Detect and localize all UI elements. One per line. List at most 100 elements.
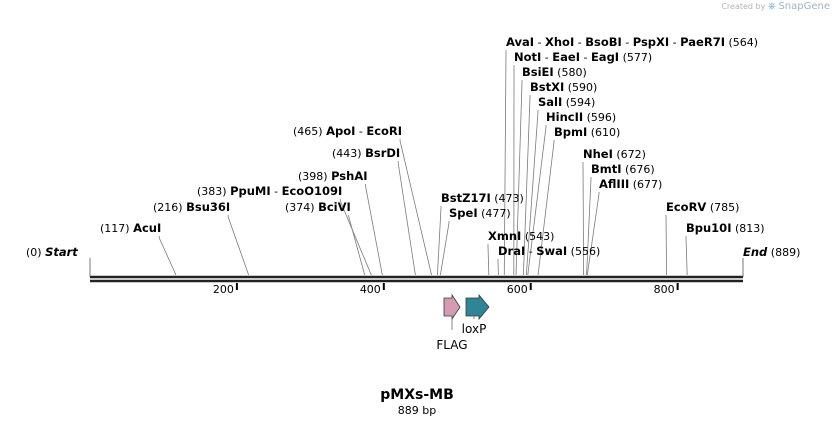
site-position: (813) <box>731 222 764 235</box>
site-label: AflIII (677) <box>599 177 662 191</box>
site-leader-line <box>437 206 442 276</box>
site-leader-line <box>665 215 668 276</box>
site-position: (596) <box>583 111 616 124</box>
loxp-feature-arrow <box>465 293 490 321</box>
site-label: EcoRV (785) <box>666 200 739 214</box>
site-position: (477) <box>478 207 511 220</box>
enzyme-name: HincII <box>546 110 583 124</box>
site-leader-line <box>399 139 432 276</box>
site-label: XmnI (543) <box>488 229 554 243</box>
enzyme-name: SalI <box>538 95 562 109</box>
site-leader-line <box>586 192 600 276</box>
site-label: (374) BciVI <box>285 200 351 214</box>
flag-feature-arrow <box>443 293 461 321</box>
site-label: BpmI (610) <box>554 125 620 139</box>
enzyme-name: PshAI <box>331 169 367 183</box>
feature-label: FLAG <box>436 338 467 352</box>
site-label: SpeI (477) <box>449 206 511 220</box>
site-leader-line <box>515 80 523 276</box>
enzyme-name: DraI <box>498 244 525 258</box>
site-position: (117) <box>100 222 133 235</box>
site-leader-line <box>537 140 555 276</box>
map-title-block: pMXs-MB 889 bp <box>0 386 834 418</box>
site-label: AvaI - XhoI - BsoBI - PspXI - PaeR7I (56… <box>506 35 758 49</box>
site-label: BmtI (676) <box>591 162 655 176</box>
sequence-backbone <box>89 258 744 283</box>
enzyme-name: EagI <box>591 50 619 64</box>
site-position: (543) <box>521 230 554 243</box>
enzyme-name: ApoI <box>326 124 355 138</box>
enzyme-name: End <box>743 245 768 259</box>
ruler-tick-label: 800 <box>654 283 675 296</box>
site-label: BstXI (590) <box>530 80 597 94</box>
feature-track: FLAG loxP <box>436 293 490 352</box>
site-position: (216) <box>153 201 186 214</box>
site-label: (0) Start <box>26 245 78 259</box>
site-label: (117) AcuI <box>100 221 161 235</box>
enzyme-name: SpeI <box>449 206 478 220</box>
site-separator: - <box>669 36 680 49</box>
site-label: HincII (596) <box>546 110 616 124</box>
enzyme-name: Bpu10I <box>686 221 731 235</box>
site-label: NheI (672) <box>583 147 646 161</box>
site-separator: - <box>525 245 536 258</box>
enzyme-name: EcoRI <box>366 124 402 138</box>
site-position: (374) <box>285 201 318 214</box>
site-position: (676) <box>622 163 655 176</box>
enzyme-name: AvaI <box>506 35 534 49</box>
enzyme-name: XmnI <box>488 229 521 243</box>
site-leader-line <box>582 162 585 276</box>
enzyme-name: BstXI <box>530 80 564 94</box>
position-ruler: 200 400 600 800 <box>213 283 679 296</box>
site-leader-line <box>487 244 490 276</box>
enzyme-name: SwaI <box>536 244 567 258</box>
ruler-tick-label: 400 <box>360 283 381 296</box>
enzyme-name: PpuMI <box>230 184 271 198</box>
site-label: (216) Bsu36I <box>153 200 230 214</box>
site-position: (594) <box>562 96 595 109</box>
snapgene-credit: Created by ⎈ SnapGene <box>721 1 830 12</box>
site-position: (556) <box>567 245 600 258</box>
enzyme-name: BsrDI <box>365 146 400 160</box>
credit-prefix: Created by <box>721 2 766 11</box>
feature-label: loxP <box>462 322 487 336</box>
site-leader-line <box>503 50 507 276</box>
site-leader-line <box>527 125 547 276</box>
site-position: (473) <box>491 192 524 205</box>
ruler-tick-label: 200 <box>213 283 234 296</box>
site-position: (577) <box>619 51 652 64</box>
enzyme-name: EaeI <box>552 50 580 64</box>
enzyme-name: AflIII <box>599 177 629 191</box>
site-separator: - <box>622 36 633 49</box>
site-position: (443) <box>332 147 365 160</box>
plasmid-name: pMXs-MB <box>380 387 454 403</box>
site-leader-line <box>439 221 450 276</box>
site-leader-lines <box>158 50 688 276</box>
enzyme-name: PspXI <box>633 35 669 49</box>
site-leader-line <box>158 236 177 276</box>
enzyme-name: BpmI <box>554 125 587 139</box>
site-position: (590) <box>564 81 597 94</box>
site-separator: - <box>271 185 282 198</box>
enzyme-name: XhoI <box>545 35 574 49</box>
site-position: (465) <box>293 125 326 138</box>
enzyme-name: EcoO109I <box>282 184 343 198</box>
site-separator: - <box>574 36 585 49</box>
site-position: (610) <box>587 126 620 139</box>
site-leader-line <box>685 236 688 276</box>
enzyme-name: BciVI <box>318 200 351 214</box>
enzyme-name: PaeR7I <box>680 35 725 49</box>
enzyme-name: Bsu36I <box>186 200 230 214</box>
site-position: (785) <box>706 201 739 214</box>
site-label: BstZ17I (473) <box>441 191 524 205</box>
site-label: (398) PshAI <box>298 169 368 183</box>
site-label: (383) PpuMI - EcoO109I <box>197 184 342 198</box>
site-separator: - <box>534 36 545 49</box>
site-position: (383) <box>197 185 230 198</box>
site-leader-line <box>348 215 366 276</box>
site-position: (398) <box>298 170 331 183</box>
site-position: (677) <box>629 178 662 191</box>
enzyme-name: BsoBI <box>585 35 622 49</box>
ruler-tick-label: 600 <box>507 283 528 296</box>
